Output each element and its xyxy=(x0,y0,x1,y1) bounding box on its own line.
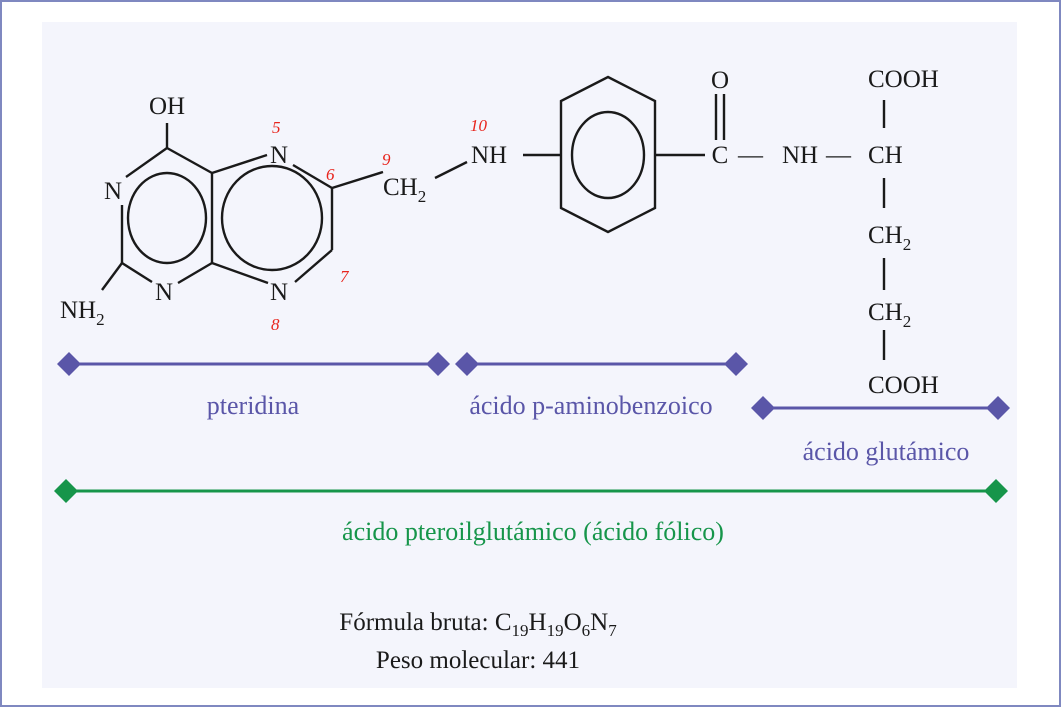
ch2-gamma-main: CH xyxy=(868,299,903,326)
atom-nh-10: NH xyxy=(471,142,507,169)
atom-n3: N xyxy=(155,279,173,306)
paba-bracket xyxy=(455,352,748,376)
atom-n8: N xyxy=(270,279,288,306)
atom-carbonyl-o: O xyxy=(711,67,729,94)
ch2-gamma-sub: 2 xyxy=(903,312,912,331)
inner-panel xyxy=(42,22,1017,688)
molecular-weight: Peso molecular: 441 xyxy=(376,647,580,674)
atom-number-8: 8 xyxy=(271,315,280,334)
folic-acid-bracket xyxy=(54,479,1008,503)
nh2-main: NH xyxy=(60,297,96,324)
label-glutamic: ácido glutámico xyxy=(803,437,970,466)
benzene-structure xyxy=(434,75,726,234)
atom-cooh-bottom: COOH xyxy=(868,372,939,399)
atom-alpha-ch: CH xyxy=(868,142,903,169)
label-pteridine: pteridina xyxy=(207,391,300,420)
atom-number-10: 10 xyxy=(470,116,488,135)
formula-o-count: 6 xyxy=(582,621,591,640)
ch2-beta-main: CH xyxy=(868,222,903,249)
label-folic-acid: ácido pteroilglutámico (ácido fólico) xyxy=(342,517,724,546)
atom-cooh-top: COOH xyxy=(868,66,939,93)
formula-c-count: 19 xyxy=(512,621,529,640)
ch2-9-sub: 2 xyxy=(418,187,427,206)
atom-oh: OH xyxy=(149,93,185,120)
pteridine-structure xyxy=(101,123,384,291)
formula-h-count: 19 xyxy=(547,621,564,640)
formula-c: C xyxy=(495,609,512,636)
atom-ch2-gamma: CH2 xyxy=(868,299,911,331)
ch2-9-main: CH xyxy=(383,174,418,201)
formula-n: N xyxy=(590,609,608,636)
atom-nh2: NH2 xyxy=(60,297,105,329)
formula-label: Fórmula bruta: xyxy=(339,609,495,636)
formula-n-count: 7 xyxy=(608,621,617,640)
atom-carbonyl-c: C xyxy=(712,142,729,169)
nh2-sub: 2 xyxy=(96,310,105,329)
formula-line: Fórmula bruta: C19H19O6N7 xyxy=(339,609,617,640)
amide-dash-2: — xyxy=(825,142,852,169)
atom-number-5: 5 xyxy=(272,118,281,137)
atom-number-6: 6 xyxy=(326,165,335,184)
atom-n1: N xyxy=(104,178,122,205)
atom-amide-nh: NH xyxy=(782,142,818,169)
label-paba: ácido p-aminobenzoico xyxy=(469,391,712,420)
atom-n5: N xyxy=(270,142,288,169)
glutamic-bracket xyxy=(751,396,1010,420)
atom-number-7: 7 xyxy=(340,267,350,286)
atom-ch2-beta: CH2 xyxy=(868,222,911,254)
ch2-beta-sub: 2 xyxy=(903,235,912,254)
atom-number-9: 9 xyxy=(382,150,391,169)
atom-ch2-9: CH2 xyxy=(383,174,426,206)
formula-o: O xyxy=(564,609,582,636)
formula-h: H xyxy=(529,609,547,636)
pteridine-bracket xyxy=(57,352,450,376)
amide-dash: — xyxy=(737,142,764,169)
